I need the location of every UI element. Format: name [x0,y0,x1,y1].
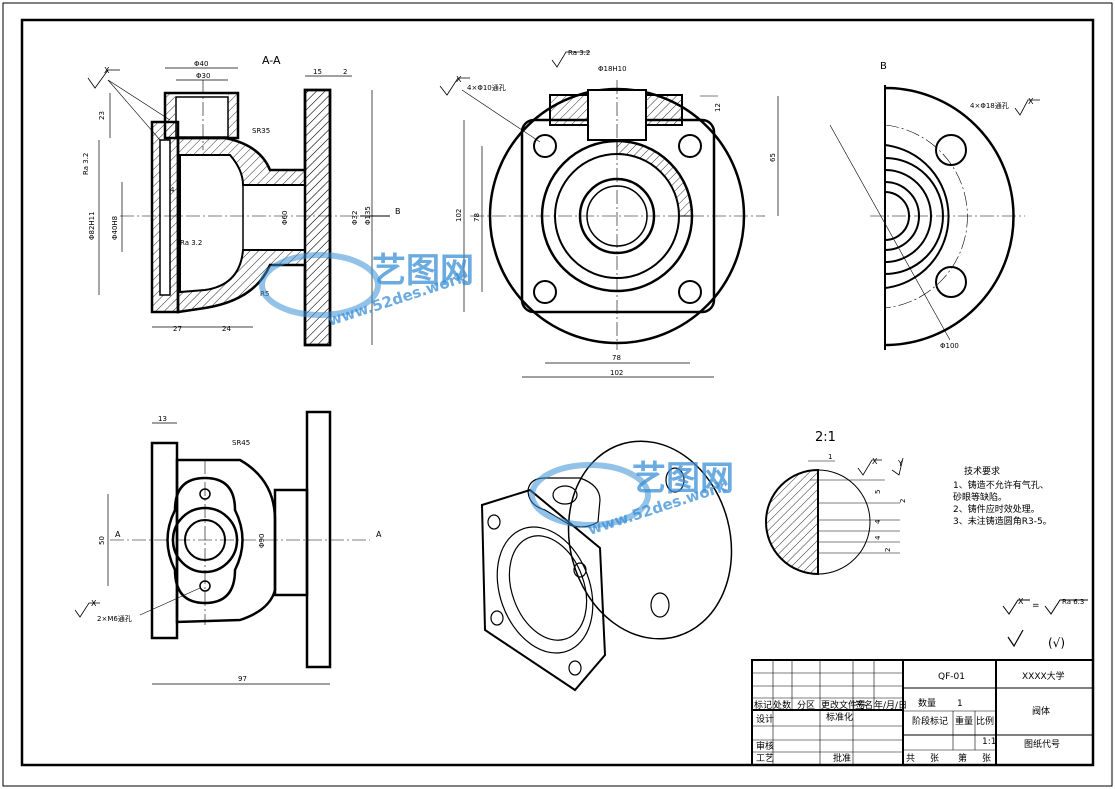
detail-dim-2b: 2 [884,548,892,552]
tb-row-zone: 分区 [797,700,815,711]
surface-x-top: X [91,599,97,608]
top-view: 13 SR45 50 Φ90 A A X 2×M6通孔 97 [74,410,382,685]
tb-craft: 工艺 [756,753,774,764]
tb-review: 审核 [756,740,774,752]
tb-row-mark: 标记 [754,699,772,711]
tb-approve: 批准 [833,752,851,764]
dim-sr35: SR35 [252,127,270,135]
dim-d18: Φ18H10 [598,65,627,73]
legend-check: (√) [1048,636,1065,650]
view-b-label: B [880,61,887,72]
notes-line2: 砂眼等缺陷。 [953,491,1007,503]
tb-weight-label: 重量 [955,715,973,727]
title-block: QF-01 XXXX大学 数量 1 阀体 阶段标记 重量 比例 1:1 图纸代号… [751,659,1094,766]
tb-part-name: 阀体 [1032,705,1050,717]
notes-line1: 1、铸造不允许有气孔、 [953,479,1049,491]
tb-school: XXXX大学 [1022,670,1065,682]
tb-sheet2: 张 [982,753,991,764]
tb-standard: 标准化 [826,711,853,723]
technical-notes: 技术要求 1、铸造不允许有气孔、 砂眼等缺陷。 2、铸件应时效处理。 3、未注铸… [953,465,1052,527]
dim-d90: Φ90 [258,534,266,548]
dim-d12: 12 [714,103,722,112]
legend-ra63: Ra 6.3 [1062,598,1084,606]
dim-ra32c: Ra 3.2 [568,49,590,57]
dim-d2: 2 [343,68,347,76]
notes-line4: 3、未注铸造圆角R3-5。 [953,515,1052,527]
dim-holes-d10: 4×Φ10通孔 [467,83,506,92]
tb-row-change: 更改文件号 [821,699,866,711]
section-a-left: A [115,530,121,539]
dim-d60: Φ60 [281,211,289,225]
section-title: A-A [262,54,281,67]
legend-x: X [1018,597,1024,606]
dim-d78h: 78 [612,354,621,362]
tb-sheets: 张 [930,753,939,764]
detail-dim-4a: 4 [874,519,882,524]
dim-holes-d18: 4×Φ18通孔 [970,101,1009,110]
tb-design: 设计 [756,713,774,725]
detail-dim-4b: 4 [874,535,882,540]
dim-d82: Φ82H11 [88,211,96,240]
tb-row-count: 处数 [773,699,791,711]
dim-d4: 4 [170,186,175,194]
tb-scale: 1:1 [982,737,996,747]
dim-sr45: SR45 [232,439,250,447]
notes-title: 技术要求 [964,465,1000,477]
tb-row-sign: 签名 [855,699,873,711]
surface-x-a: X [104,66,110,75]
dim-d100: Φ100 [940,342,959,350]
tb-qty: 1 [957,699,963,709]
dim-d40: Φ40 [194,60,208,68]
tb-scale-label: 比例 [976,715,994,727]
detail-scale: 2:1 [815,430,836,445]
tb-qty-label: 数量 [918,697,936,709]
tb-total: 共 [906,753,915,764]
dim-d102h: 102 [610,369,623,377]
dim-d27: 27 [173,325,182,333]
dim-ra32a: Ra 3.2 [82,153,90,175]
dim-d97: 97 [238,675,247,683]
tb-stage-label: 阶段标记 [912,715,948,727]
notes-line3: 2、铸件应时效处理。 [953,503,1040,515]
surface-x-front: X [456,75,462,84]
inner-frame [20,18,1095,767]
dim-d24: 24 [222,325,231,333]
surface-x-b: X [1028,97,1034,106]
watermark-main-1: 艺图网 [372,251,474,291]
tb-drawing-no: QF-01 [938,672,965,682]
dim-d102v: 102 [455,209,463,222]
watermark-2: 艺图网 www.52des.work [529,459,734,539]
dim-d78v: 78 [473,213,481,222]
dim-d32: Φ32 [351,211,359,225]
dim-d15: 15 [313,68,322,76]
watermark-main-2: 艺图网 [632,459,734,499]
dim-d30: Φ30 [196,72,210,80]
dim-d50: 50 [98,536,106,545]
detail-dim-5: 5 [874,490,882,494]
detail-view: 2:1 1 5 2 4 4 2 X Y [765,430,907,576]
tb-no: 第 [958,752,967,764]
detail-dim-1: 1 [828,453,832,461]
dim-m6: 2×M6通孔 [97,614,132,623]
front-view: X 4×Φ10通孔 Ra 3.2 Φ18H10 12 65 102 78 78 … [439,49,779,378]
legend-eq: = [1032,601,1040,611]
arrow-b-label: B [395,207,401,216]
surface-y-detail: Y [897,459,903,468]
view-b: B Φ100 4×Φ18通孔 X [829,61,1040,350]
section-a-right: A [376,530,382,539]
tb-drawing-code: 图纸代号 [1024,738,1060,750]
dim-d13: 13 [158,415,167,423]
dim-d23: 23 [98,111,106,120]
dim-d40h: Φ40H8 [111,216,119,240]
detail-dim-2a: 2 [899,499,907,503]
section-a-a-view: A-A Φ40 Φ30 15 2 23 SR35 Φ82H11 Φ40H8 4 [82,54,401,347]
tb-row-date: 年/月/日 [874,699,907,711]
dim-ra32b: Ra 3.2 [180,239,202,247]
dim-d65: 65 [769,153,777,162]
surface-x-detail: X [872,457,878,466]
surface-legend: X = Ra 6.3 (√) [1002,597,1088,650]
